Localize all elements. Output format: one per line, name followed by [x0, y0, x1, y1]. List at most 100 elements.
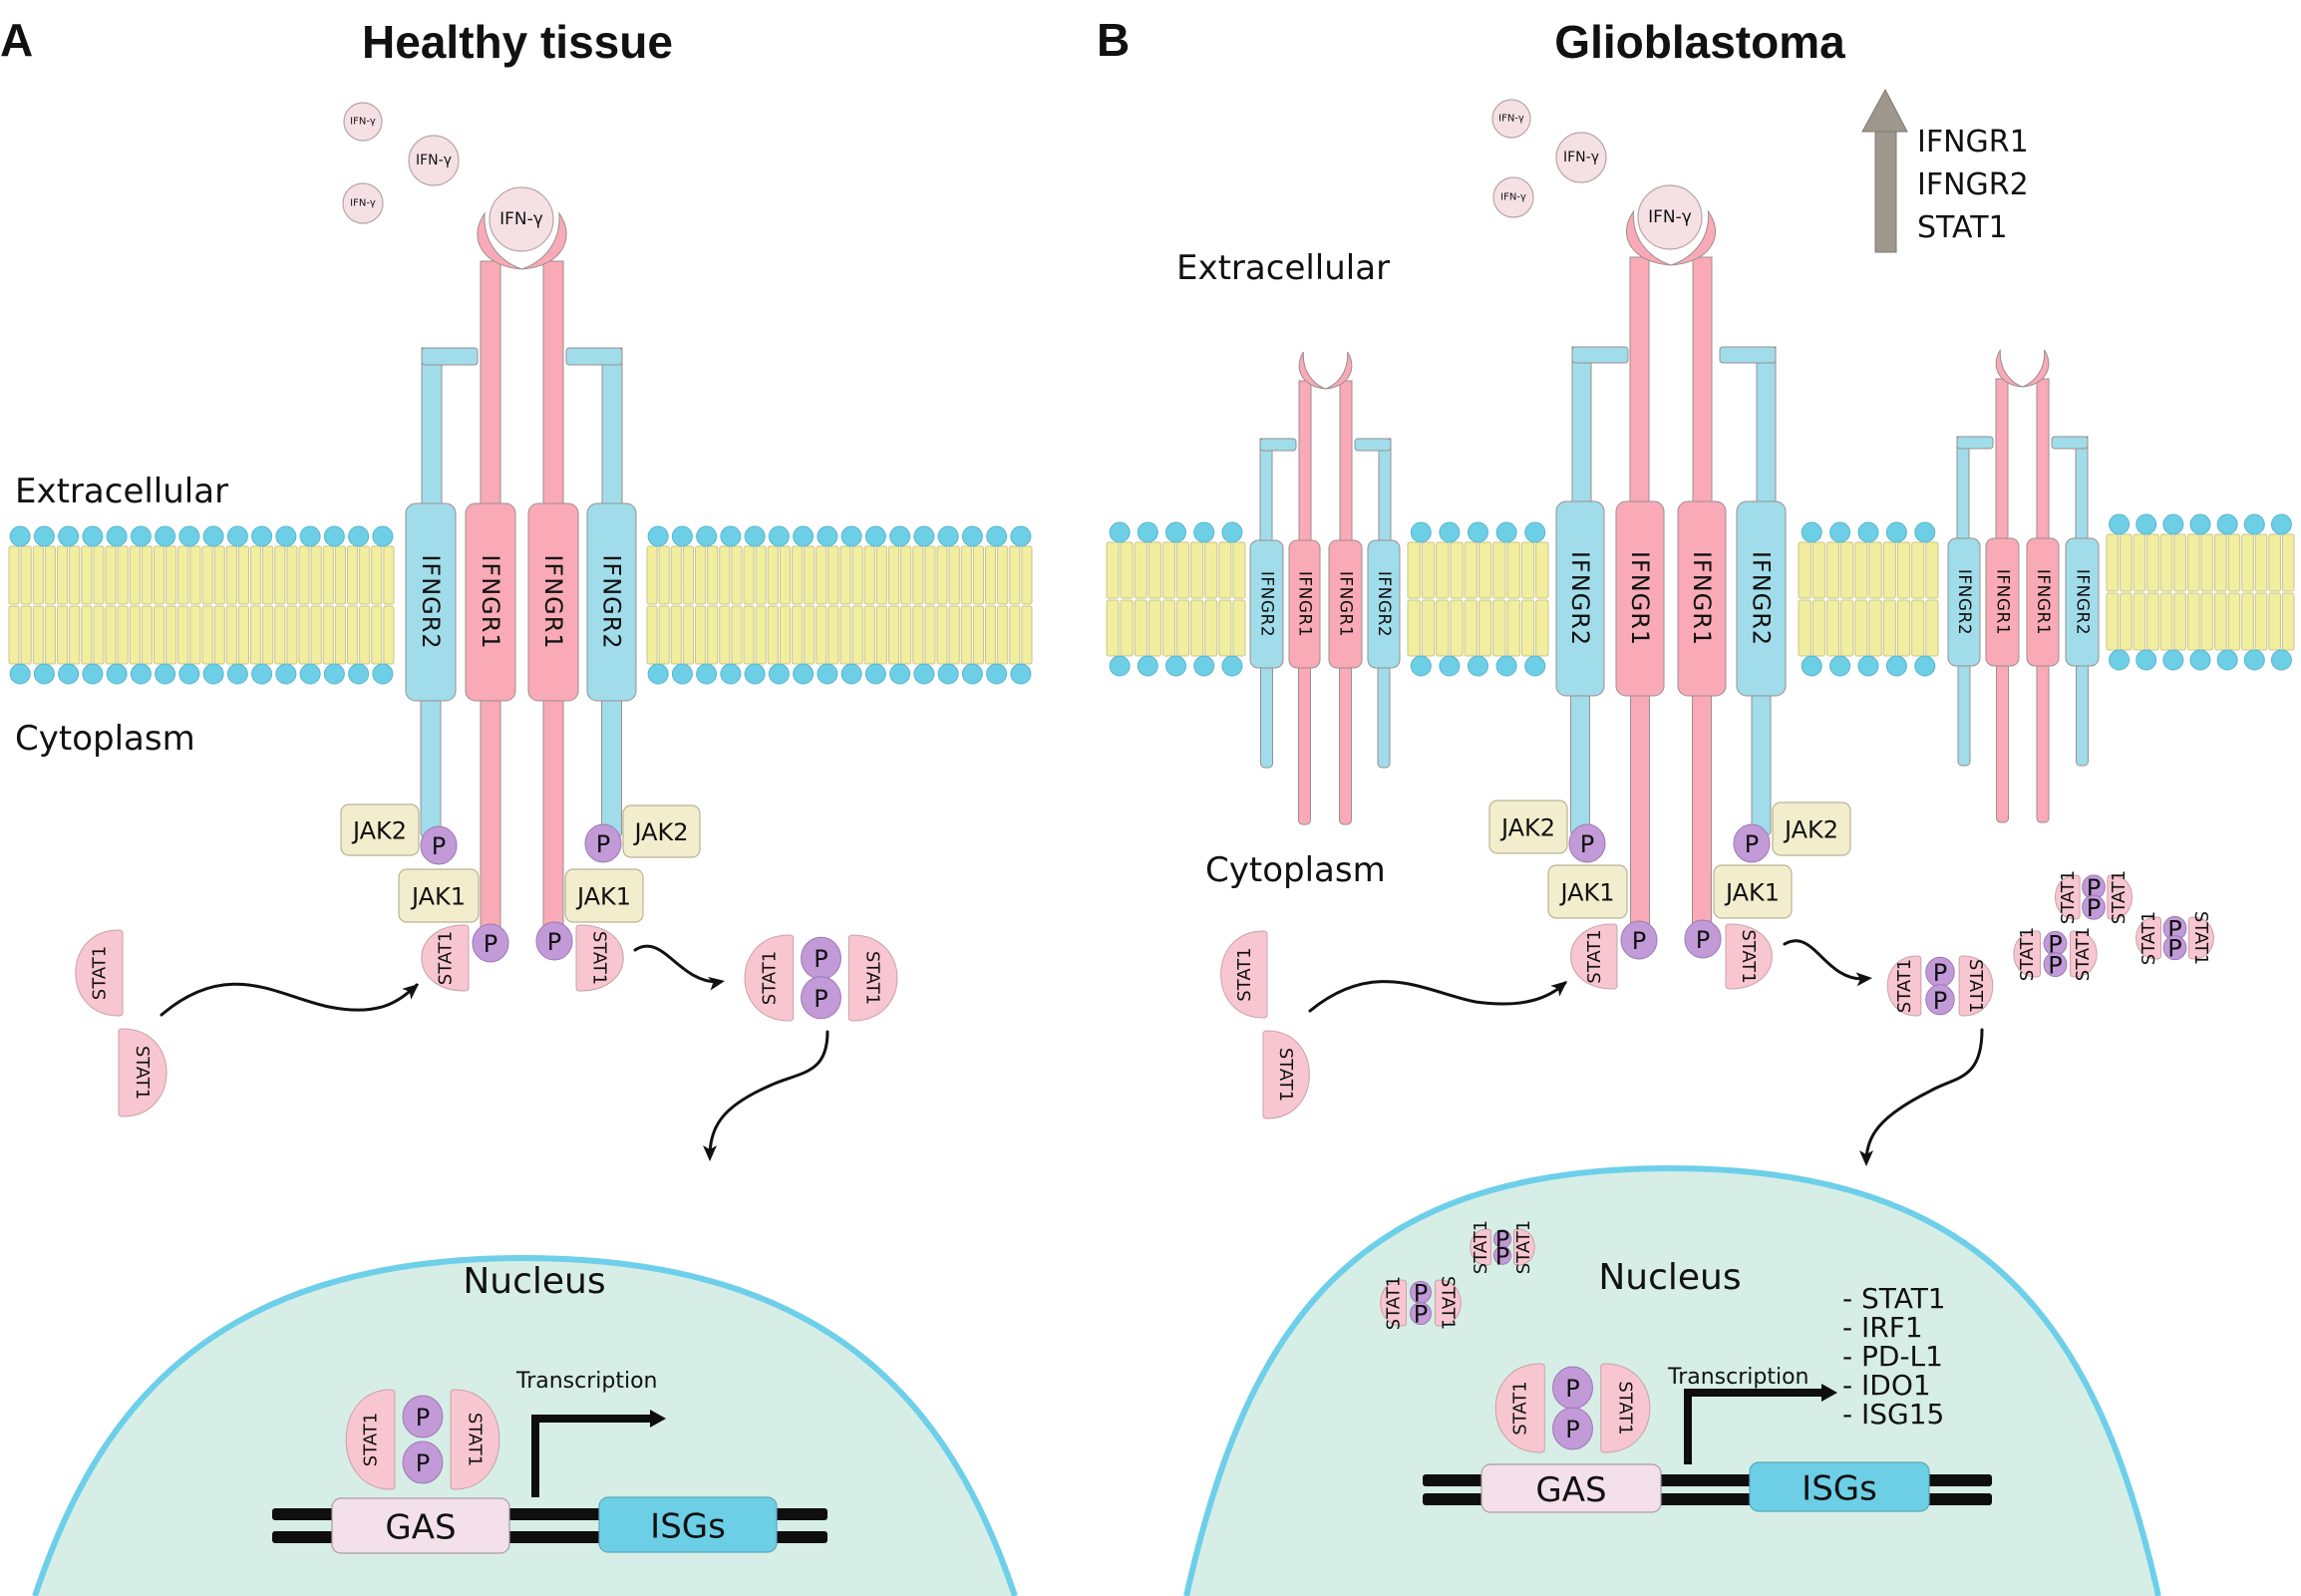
lipid-head [768, 525, 790, 547]
lipid-head [889, 663, 911, 685]
panel-a-recruit-arrow [160, 982, 419, 1017]
lipid-tail [347, 605, 359, 665]
lipid-head [913, 525, 935, 547]
stat1-label: STAT1 [2138, 911, 2159, 965]
lipid-head [2216, 649, 2238, 671]
lipid-tail [81, 605, 93, 665]
stat1-label: STAT1 [132, 1046, 153, 1100]
phosphate: P [584, 823, 622, 863]
lipid-tail [960, 605, 972, 665]
phosphate: P [2043, 930, 2068, 958]
stat1: STAT1 [75, 929, 124, 1017]
isg-target-item: - IDO1 [1842, 1369, 1931, 1402]
ifngr1-intracellular-stalk [1339, 665, 1352, 825]
lipid-tail [1407, 599, 1421, 657]
lipid-tail [695, 545, 707, 605]
ifngr2-transmembrane-label: IFNGR2 [1374, 571, 1394, 637]
lipid-head [1914, 655, 1936, 677]
jak-label: JAK1 [575, 883, 631, 911]
stat1: STAT1 [2136, 911, 2161, 965]
jak-label: JAK2 [1499, 814, 1555, 842]
lipid-tail [1190, 541, 1204, 599]
lipid-head [696, 663, 718, 685]
ifngr1-intracellular-stalk [2036, 663, 2050, 823]
lipid-tail [1868, 599, 1882, 657]
lipid-tail [383, 605, 395, 665]
lipid-head [299, 663, 321, 685]
lipid-head [1439, 655, 1461, 677]
ifn-gamma: IFN-γ [342, 182, 384, 224]
lipid-tail [69, 605, 81, 665]
lipid-head [33, 663, 55, 685]
stat1-shape [1494, 1363, 1545, 1453]
phosphate-circle [1552, 1407, 1593, 1450]
lipid-tail [1506, 599, 1520, 657]
lipid-tail [2227, 592, 2241, 651]
lipid-head [106, 663, 128, 685]
lipid-tail [839, 605, 851, 665]
lipid-tail [1520, 541, 1535, 599]
stat1: STAT1 [1435, 1276, 1462, 1330]
lipid-tail [888, 605, 900, 665]
lipid-tail [816, 605, 827, 665]
lipid-tail [1450, 541, 1464, 599]
lipid-head [1010, 663, 1032, 685]
lipid-head [1468, 655, 1488, 677]
stat1: STAT1 [1494, 1363, 1545, 1453]
stat1-shape [1435, 1279, 1462, 1327]
lipid-tail [44, 545, 56, 605]
isgs-label: ISGs [1802, 1469, 1877, 1509]
isg-target-item: - ISG15 [1842, 1398, 1944, 1431]
stat1-label: STAT1 [2017, 927, 2038, 981]
stat1: STAT1 [450, 1389, 500, 1490]
lipid-tail [2200, 592, 2214, 651]
upregulation-arrow [1861, 88, 1908, 253]
lipid-tail [298, 605, 310, 665]
lipid-head [671, 663, 693, 685]
jak-label: JAK2 [1783, 816, 1838, 844]
stat1: STAT1 [2013, 927, 2041, 981]
phosphate: P [2082, 894, 2106, 922]
lipid-head [2162, 649, 2184, 671]
ifngr1-transmembrane [1985, 537, 2020, 667]
phosphate: P [1552, 1407, 1593, 1450]
stat1: STAT1 [1513, 1220, 1535, 1274]
lipid-tail [1925, 599, 1939, 657]
ifn-gamma-label: IFN-γ [1498, 114, 1524, 125]
lipid-tail [912, 605, 924, 665]
jak-box [564, 868, 644, 923]
ifn-gamma-label: IFN-γ [350, 117, 376, 128]
up-arrow-head [1861, 88, 1908, 133]
stat1: STAT1 [1958, 955, 1994, 1017]
lipid-head [1439, 521, 1461, 543]
ifngr2-transmembrane-label: IFNGR2 [1257, 571, 1277, 637]
phosphate-label: P [2087, 894, 2101, 922]
panel-b-membrane-4 [2106, 513, 2295, 671]
lipid-tail [8, 545, 20, 605]
lipid-head [961, 525, 983, 547]
phosphate-label: P [432, 832, 446, 860]
ifn-gamma: IFN-γ [1492, 176, 1534, 218]
panel-a-letter: A [0, 14, 33, 66]
ifngr1-binding-domain [1325, 351, 1353, 390]
ifngr1-extracellular-stalk [542, 260, 564, 506]
ifngr1-intracellular-stalk [1298, 665, 1311, 825]
ifngr1-transmembrane-label: IFNGR1 [2033, 569, 2053, 635]
ifn-gamma-label: IFN-γ [1563, 150, 1599, 165]
phosphate: P [420, 825, 458, 865]
lipid-head [2270, 513, 2292, 535]
lipid-head [106, 525, 128, 547]
lipid-head [913, 663, 935, 685]
phosphate: P [1410, 1301, 1432, 1329]
lipid-tail [792, 605, 804, 665]
gas-label: GAS [385, 1508, 456, 1548]
lipid-head [275, 663, 297, 685]
lipid-head [647, 525, 669, 547]
ifngr2-transmembrane [2065, 537, 2100, 667]
lipid-head [1885, 521, 1907, 543]
ifn-gamma: IFN-γ [343, 102, 383, 142]
lipid-tail [1840, 599, 1854, 657]
lipid-tail [2106, 592, 2120, 651]
lipid-head [251, 663, 273, 685]
lipid-tail [1925, 541, 1939, 599]
